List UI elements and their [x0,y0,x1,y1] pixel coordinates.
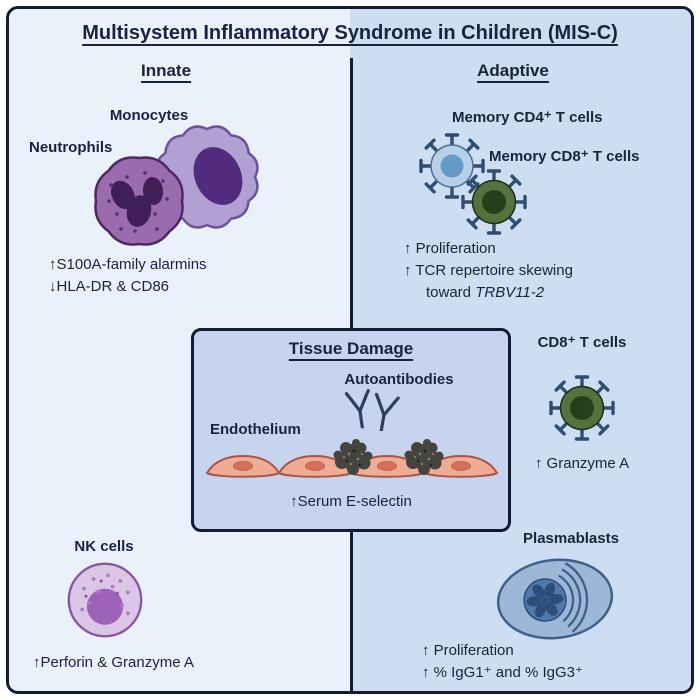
tissue-damage-box: Tissue Damage Autoantibodies Endothelium… [191,328,511,532]
figure-title: Multisystem Inflammatory Syndrome in Chi… [82,22,618,44]
innate-heading: Innate [140,61,192,80]
cd8-t-cells-label: CD8⁺ T cells [537,334,627,351]
finding-line: ↑ Proliferation [404,240,496,257]
memory-cd8-label: Memory CD8⁺ T cells [489,148,640,165]
finding-line: ↓HLA-DR & CD86 [49,278,170,295]
plasmablast-icon [496,558,614,640]
gene-name: TRBV11-2 [475,284,545,301]
nk-cell-icon [67,562,143,638]
endothelium-illustration [206,439,498,478]
cd8-finding: ↑ Granzyme A [534,455,630,472]
plasmablast-findings: ↑ Proliferation ↑ % IgG1⁺ and % IgG3⁺ [422,640,583,684]
figure-frame: Multisystem Inflammatory Syndrome in Chi… [6,6,694,694]
memory-cd4-label: Memory CD4⁺ T cells [452,109,603,126]
innate-cells-illustration [94,125,259,246]
nk-cells-label: NK cells [74,538,134,555]
finding-line: ↑ % IgG1⁺ and % IgG3⁺ [422,664,583,681]
endothelium-label: Endothelium [210,421,301,438]
finding-line: ↑ TCR repertoire skewing [404,262,573,279]
neutrophil-icon [94,156,184,246]
endothelial-cell-icon [206,455,280,478]
e-selectin-finding: ↑Serum E-selectin [290,493,412,510]
adaptive-heading: Adaptive [477,61,549,80]
tissue-damage-heading: Tissue Damage [288,339,414,358]
memory-cd4-t-cell-icon [419,133,485,199]
antibody-icon [344,389,375,430]
plasmablasts-label: Plasmablasts [523,530,619,547]
monocytes-label: Monocytes [109,107,189,124]
cd8-t-cell-icon [549,375,615,441]
finding-line: toward TRBV11-2 [426,284,545,301]
memory-cd8-t-cell-icon [461,169,527,235]
neutrophils-label: Neutrophils [29,139,113,156]
finding-line: ↑S100A-family alarmins [49,256,207,273]
memory-t-cells-illustration [419,133,527,235]
nk-finding: ↑Perforin & Granzyme A [33,654,194,671]
adaptive-findings: ↑ Proliferation ↑ TCR repertoire skewing… [404,238,573,304]
finding-line: ↑ Proliferation [422,642,514,659]
antibody-icon [368,392,400,431]
autoantibodies-label: Autoantibodies [344,371,454,388]
autoantibody-icons [344,389,400,431]
innate-findings: ↑S100A-family alarmins ↓HLA-DR & CD86 [49,254,207,298]
